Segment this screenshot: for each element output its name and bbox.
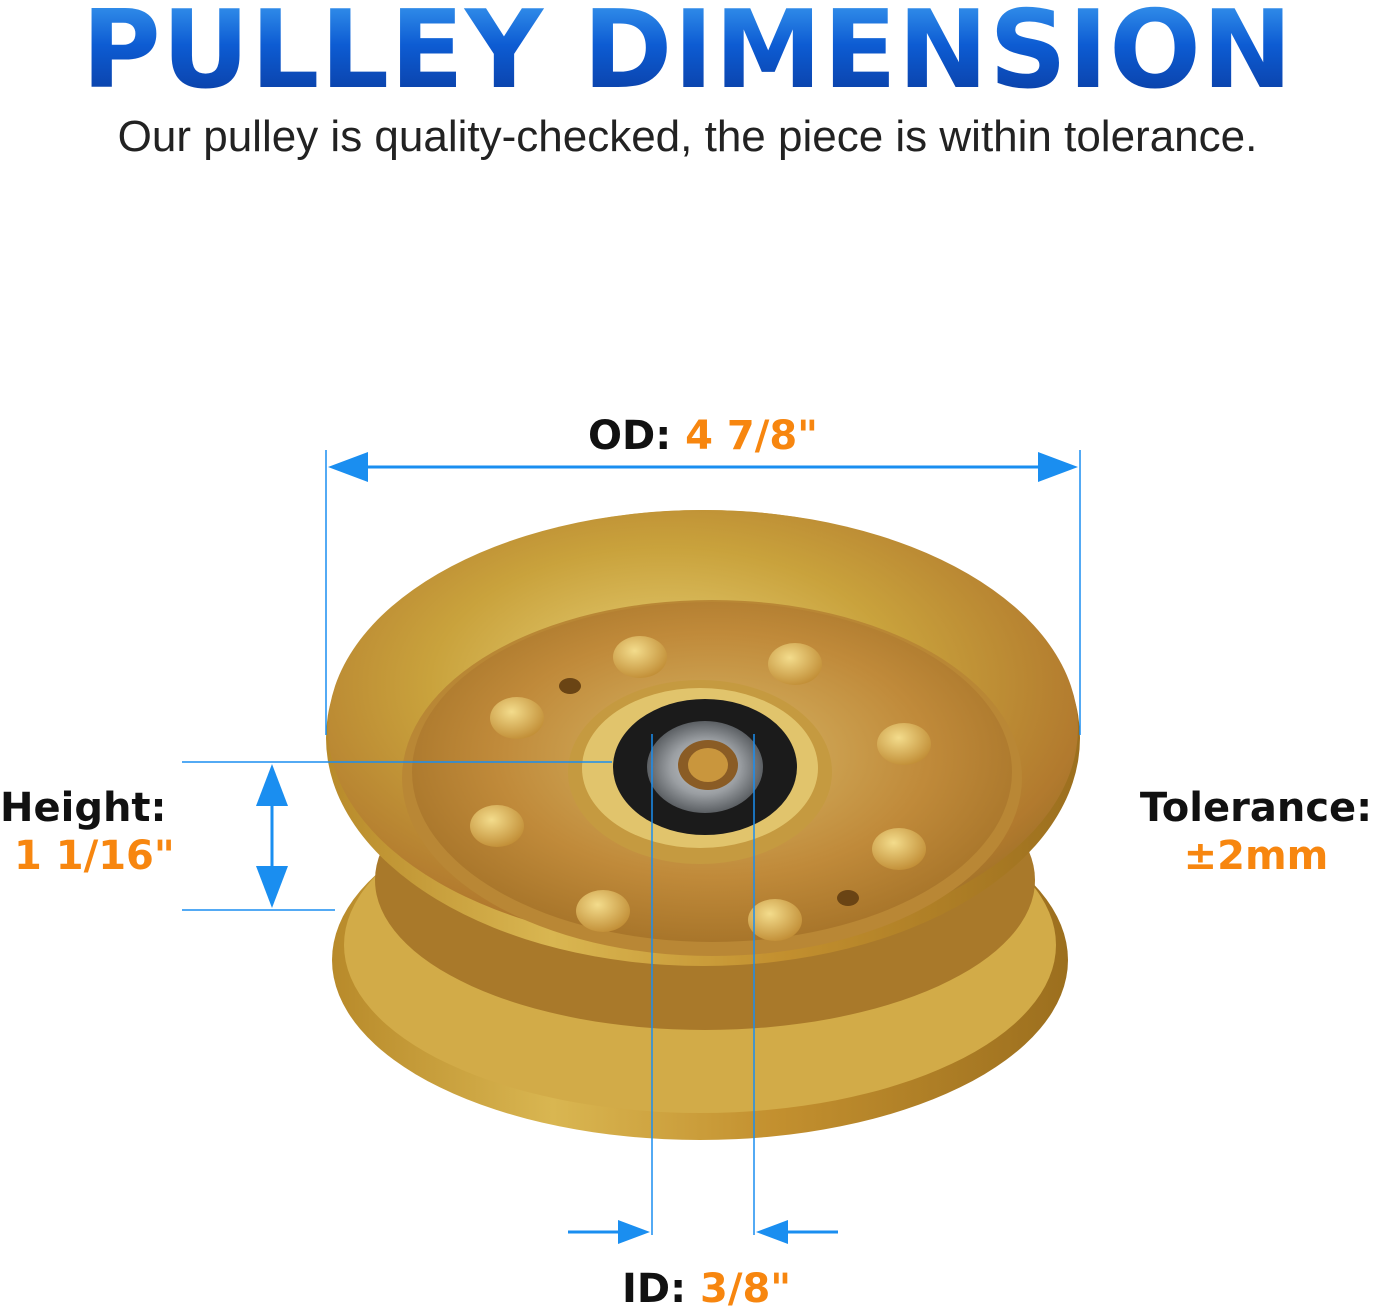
- height-label: Height:: [0, 785, 167, 831]
- height-dimension-label: Height: 1 1/16": [0, 786, 175, 878]
- dimension-arrow: [618, 1220, 650, 1244]
- id-value: 3/8": [700, 1266, 792, 1312]
- dimension-arrow: [756, 1220, 788, 1244]
- id-dimension-label: ID: 3/8": [622, 1267, 791, 1311]
- tolerance-dimension-label: Tolerance: ±2mm: [1137, 786, 1375, 878]
- height-value: 1 1/16": [14, 833, 175, 879]
- dimension-arrow: [256, 866, 288, 908]
- pulley-image: [326, 510, 1080, 1140]
- od-dimension-label: OD: 4 7/8": [588, 414, 818, 458]
- od-label: OD:: [588, 413, 672, 459]
- dimension-lines: [182, 450, 1081, 1244]
- dimension-arrow: [256, 764, 288, 806]
- dimension-arrow: [1038, 452, 1078, 482]
- page-subtitle: Our pulley is quality-checked, the piece…: [117, 112, 1258, 161]
- od-value: 4 7/8": [685, 413, 819, 459]
- page-title: PULLEY DIMENSION: [0, 0, 1375, 107]
- id-label: ID:: [622, 1266, 687, 1312]
- dimension-arrow: [328, 452, 368, 482]
- tolerance-value: ±2mm: [1183, 833, 1329, 879]
- tolerance-label: Tolerance:: [1139, 785, 1373, 831]
